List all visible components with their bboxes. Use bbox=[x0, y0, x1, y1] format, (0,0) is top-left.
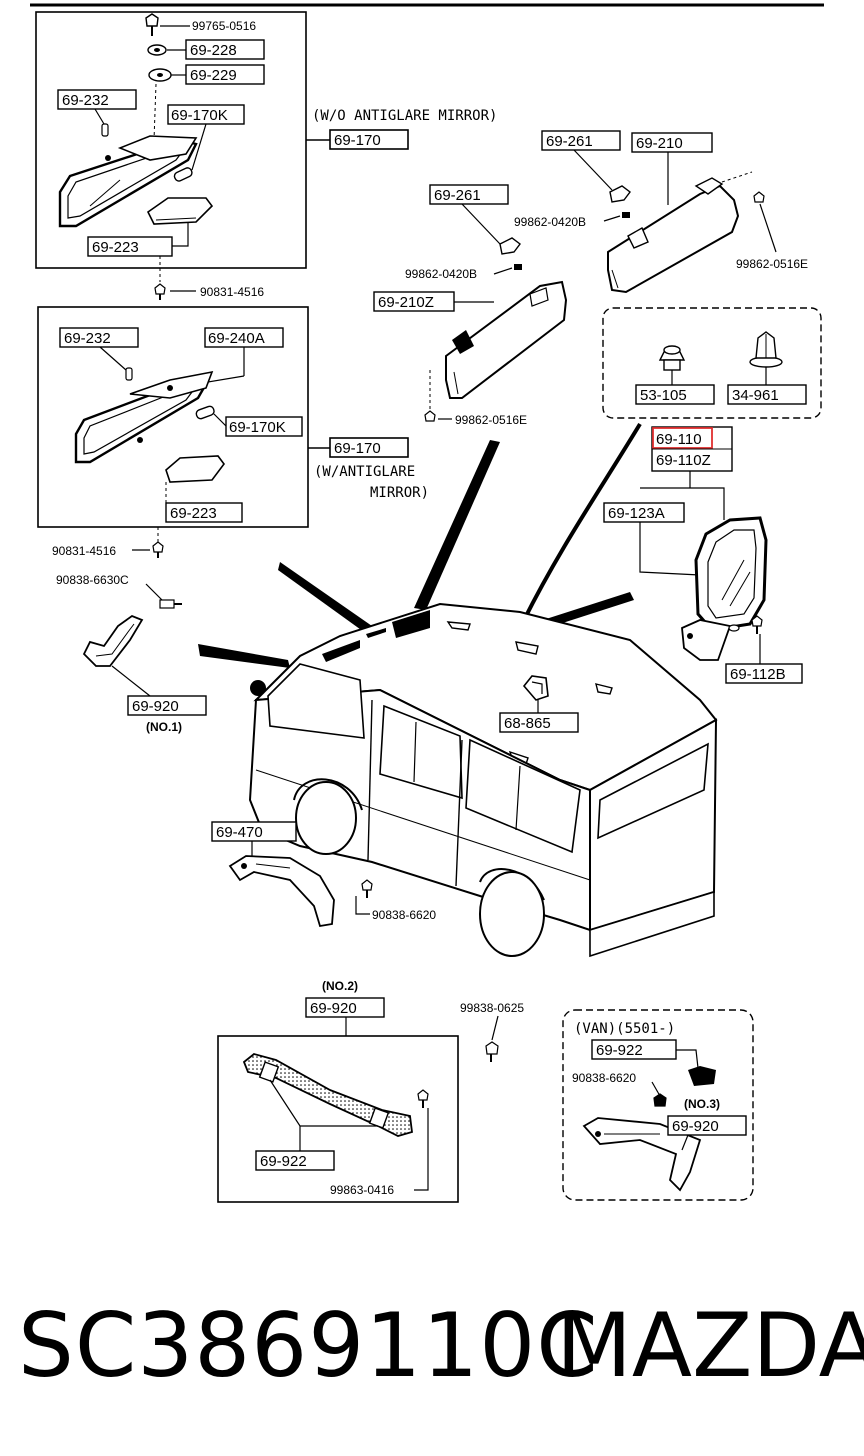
bulb-icon bbox=[195, 405, 215, 420]
washer-icon bbox=[147, 44, 167, 56]
assist-grip-icon bbox=[228, 855, 335, 928]
note-grip-1: (NO.1) bbox=[146, 720, 182, 734]
group-box-grip-2 bbox=[217, 1035, 459, 1203]
visor-holder-icon bbox=[609, 185, 631, 218]
note-with-antiglare-2: MIRROR) bbox=[370, 485, 429, 501]
label-grip-3: 69-920 bbox=[672, 1118, 719, 1135]
label-mirror-b: 69-170 bbox=[334, 440, 381, 457]
visor-holder-icon bbox=[499, 237, 522, 270]
coat-hook-icon bbox=[522, 675, 549, 701]
label-visor-right: 69-210 bbox=[636, 135, 683, 152]
sun-visor-icon bbox=[445, 280, 568, 399]
note-with-antiglare-1: (W/ANTIGLARE bbox=[314, 464, 415, 480]
label-screw-grip-2b: 99863-0416 bbox=[330, 1183, 394, 1197]
label-bulb-b: 69-170K bbox=[229, 419, 286, 436]
screw-icon bbox=[159, 599, 182, 609]
part-number-caption: SC3869110C bbox=[18, 1294, 599, 1397]
screw-icon bbox=[154, 283, 166, 300]
label-mirror-base: 69-112B bbox=[730, 666, 786, 683]
lamp-cover-icon bbox=[146, 197, 214, 225]
screw-icon bbox=[361, 879, 373, 898]
bulb-icon bbox=[173, 167, 193, 182]
label-cap-2: 69-922 bbox=[260, 1153, 307, 1170]
label-screw-grip-3: 90838-6620 bbox=[572, 1071, 636, 1085]
screw-icon bbox=[653, 1093, 667, 1107]
group-box-mirror-b bbox=[37, 306, 309, 528]
highlight-box bbox=[652, 427, 713, 449]
fastener-box bbox=[602, 307, 822, 419]
label-grip-470: 69-470 bbox=[216, 824, 263, 841]
sun-visor-icon bbox=[607, 177, 740, 294]
screw-icon bbox=[145, 13, 159, 36]
group-box-grip-3 bbox=[562, 1009, 754, 1201]
screw-icon bbox=[753, 191, 765, 203]
lamp-cover-icon bbox=[165, 455, 225, 483]
note-grip-2: (NO.2) bbox=[322, 979, 358, 993]
label-screw-right-1: 99862-0420B bbox=[514, 215, 586, 229]
grip-cap-icon bbox=[688, 1066, 716, 1086]
push-clip-icon bbox=[749, 331, 783, 368]
brand-caption: MAZDA bbox=[556, 1294, 864, 1397]
label-screw-grip-2: 99838-0625 bbox=[460, 1001, 524, 1015]
label-cover-a: 69-223 bbox=[92, 239, 139, 256]
label-mirror-a: 69-170 bbox=[334, 132, 381, 149]
van-body-icon bbox=[198, 422, 718, 958]
room-mirror-icon bbox=[58, 135, 198, 228]
label-bulb-a: 69-170K bbox=[171, 107, 228, 124]
washer-icon bbox=[148, 68, 172, 82]
screw-icon bbox=[417, 1089, 429, 1108]
label-nut: 53-105 bbox=[640, 387, 687, 404]
assist-grip-icon bbox=[82, 614, 144, 667]
label-screw-b: 90831-4516 bbox=[52, 544, 116, 558]
label-holder-right: 69-261 bbox=[546, 133, 593, 150]
assist-grip-icon bbox=[582, 1117, 702, 1192]
label-holder-left: 69-261 bbox=[434, 187, 481, 204]
label-mirror-glass: 69-123A bbox=[608, 505, 665, 522]
nut-icon bbox=[658, 345, 686, 371]
label-screw-470: 90838-6620 bbox=[372, 908, 436, 922]
label-screw-grip-1: 90838-6630C bbox=[56, 573, 129, 587]
label-screw-right-2: 99862-0516E bbox=[736, 257, 808, 271]
screw-icon bbox=[424, 410, 436, 422]
label-outer-mirror-z: 69-110Z bbox=[656, 452, 711, 469]
outside-mirror-icon bbox=[681, 516, 768, 661]
label-cap-3: 69-922 bbox=[596, 1042, 643, 1059]
label-cover-b: 69-223 bbox=[170, 505, 217, 522]
label-washer-a: 69-228 bbox=[190, 42, 237, 59]
label-outer-mirror: 69-110 bbox=[656, 431, 702, 448]
label-screw-left-2: 99862-0516E bbox=[455, 413, 527, 427]
label-bracket-b: 69-240A bbox=[208, 330, 265, 347]
label-top-screw: 99765-0516 bbox=[192, 19, 256, 33]
room-mirror-icon bbox=[74, 370, 214, 464]
screw-icon bbox=[751, 615, 763, 634]
label-push-clip: 34-961 bbox=[732, 387, 779, 404]
label-screw-left-1: 99862-0420B bbox=[405, 267, 477, 281]
label-clip-a: 69-232 bbox=[62, 92, 109, 109]
screw-icon bbox=[152, 541, 164, 558]
label-grip-1: 69-920 bbox=[132, 698, 179, 715]
label-washer-b: 69-229 bbox=[190, 67, 237, 84]
label-coat-hook: 68-865 bbox=[504, 715, 551, 732]
label-clip-b: 69-232 bbox=[64, 330, 111, 347]
label-screw-a: 90831-4516 bbox=[200, 285, 264, 299]
note-without-antiglare: (W/O ANTIGLARE MIRROR) bbox=[312, 108, 497, 124]
note-van: (VAN)(5501-) bbox=[574, 1021, 675, 1037]
assist-grip-icon bbox=[242, 1053, 413, 1137]
label-visor-left: 69-210Z bbox=[378, 294, 434, 311]
note-grip-3: (NO.3) bbox=[684, 1097, 720, 1111]
label-grip-2: 69-920 bbox=[310, 1000, 357, 1017]
screw-icon bbox=[485, 1041, 499, 1062]
